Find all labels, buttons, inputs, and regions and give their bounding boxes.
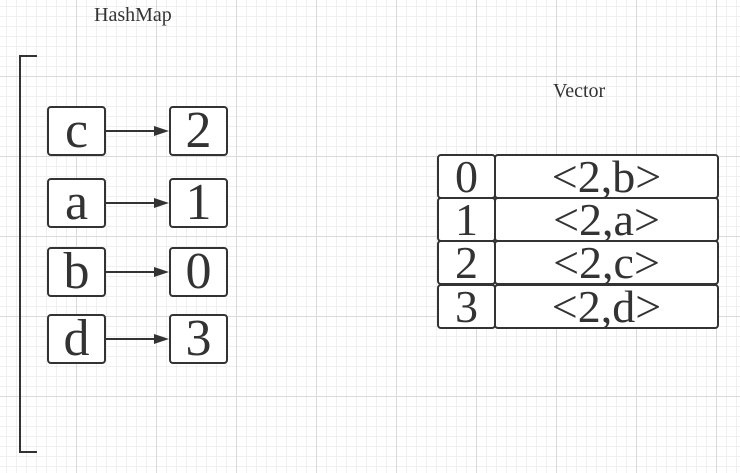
hashmap-key-box: b	[47, 247, 106, 297]
arrow-icon	[106, 197, 169, 209]
vector-value-box: <2,b>	[494, 154, 719, 199]
arrow-icon	[106, 266, 169, 278]
hashmap-value-box: 1	[169, 178, 228, 228]
vector-index-box: 1	[437, 197, 496, 242]
hashmap-value-box: 2	[169, 106, 228, 156]
arrow-icon	[106, 125, 169, 137]
hashmap-key-box: d	[47, 314, 106, 364]
arrow-icon	[106, 333, 169, 345]
hashmap-value-box: 3	[169, 314, 228, 364]
hashmap-bracket	[19, 55, 37, 453]
vector-value-box: <2,a>	[494, 197, 719, 242]
hashmap-key-box: a	[47, 178, 106, 228]
vector-index-box: 3	[437, 284, 496, 329]
vector-title: Vector	[553, 80, 606, 102]
vector-index-box: 2	[437, 240, 496, 285]
vector-index-box: 0	[437, 154, 496, 199]
hashmap-value-box: 0	[169, 247, 228, 297]
hashmap-title: HashMap	[94, 4, 172, 26]
vector-value-box: <2,d>	[494, 284, 719, 329]
vector-value-box: <2,c>	[494, 240, 719, 285]
hashmap-key-box: c	[47, 106, 106, 156]
